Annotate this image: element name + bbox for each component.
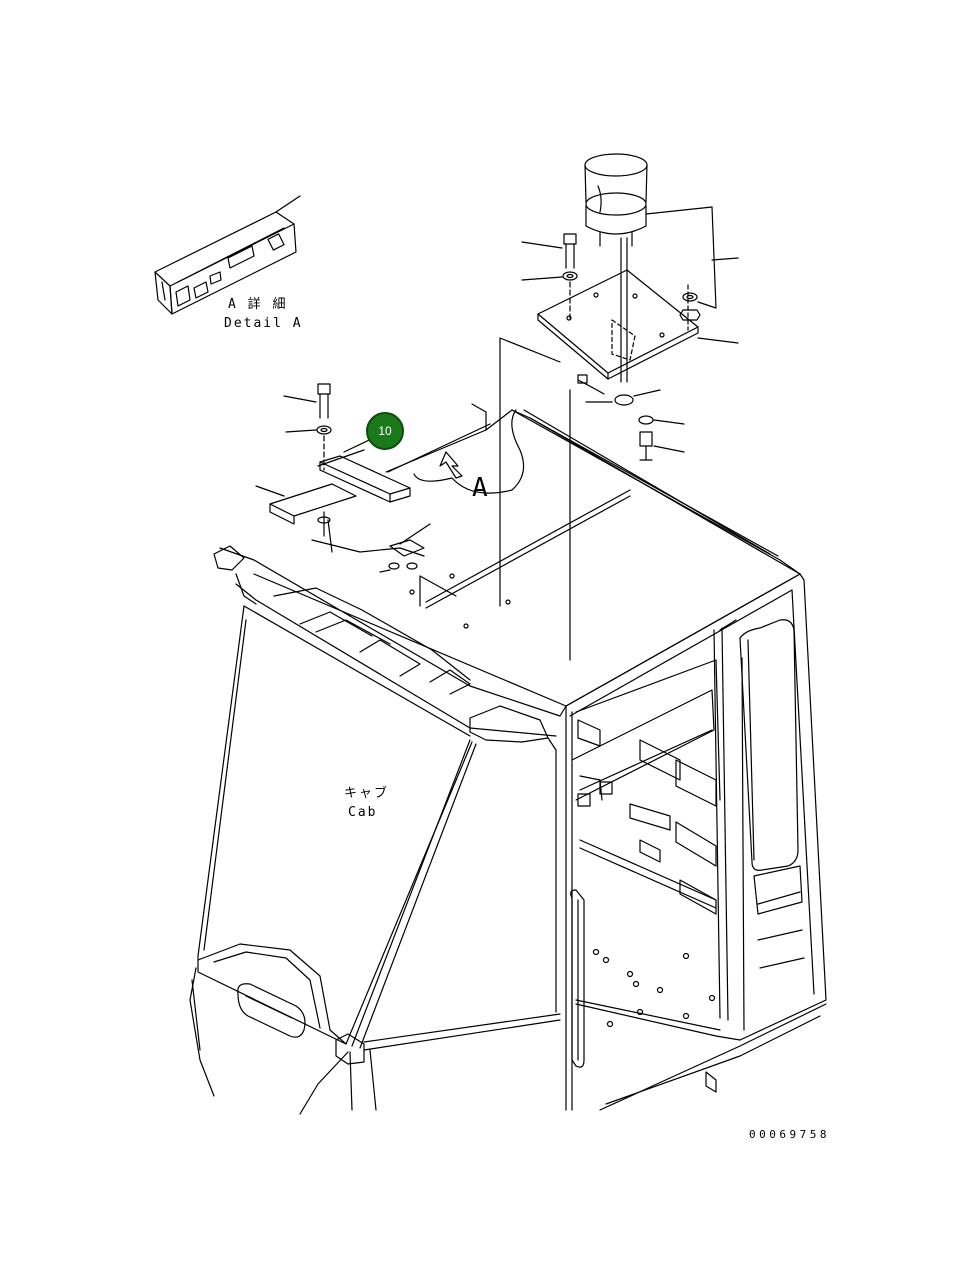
- mounting-bracket-parts: [255, 383, 431, 573]
- cab-body: [189, 337, 827, 1115]
- cab-label-jp: キャブ: [344, 785, 389, 801]
- detail-a-switch-panel: [154, 195, 301, 315]
- detail-a-label-en: Detail A: [224, 316, 303, 331]
- part-callout-number: 10: [378, 424, 392, 438]
- beacon-lamp-assembly: [521, 153, 739, 461]
- view-a-marker: A: [472, 473, 488, 503]
- part-callout-badge[interactable]: 10: [366, 412, 404, 450]
- detail-a-label-jp: A 詳 細: [228, 296, 287, 312]
- drawing-number: 00069758: [749, 1128, 830, 1141]
- cab-label-en: Cab: [348, 805, 377, 820]
